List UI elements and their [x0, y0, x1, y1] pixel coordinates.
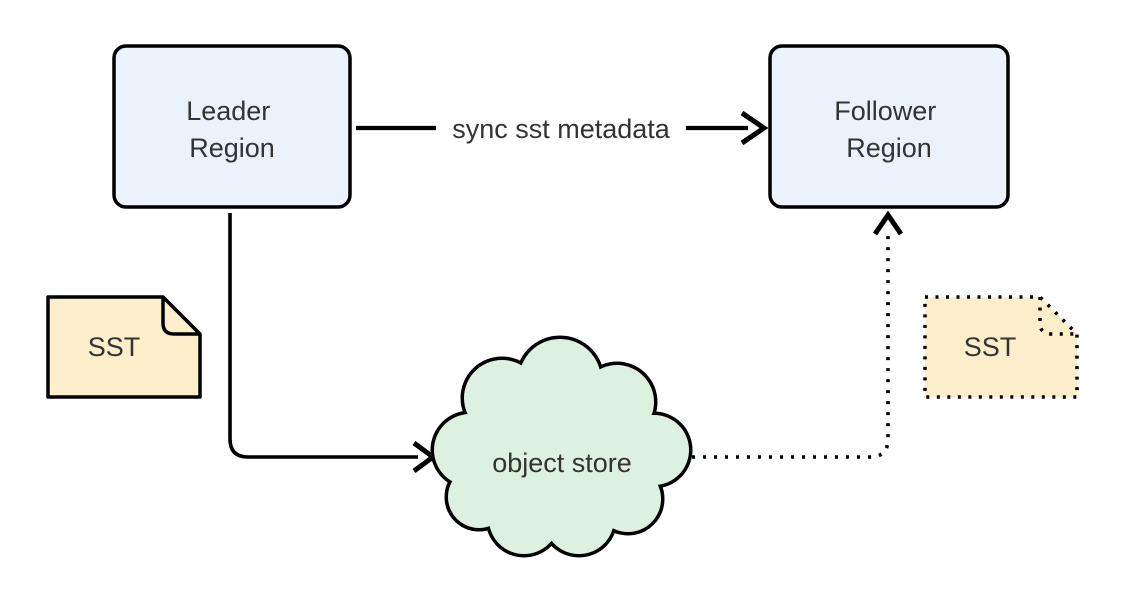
- object-store-cloud-fill: [434, 339, 689, 554]
- sst-note-right: SST: [923, 295, 1079, 399]
- edge-leader-to-object-store: [228, 213, 438, 474]
- edge-object-store-to-follower-line: [692, 236, 890, 459]
- leader-region-label-line1: Leader: [186, 96, 270, 126]
- follower-region-label: Follower Region: [834, 96, 944, 163]
- sst-note-right-label: SST: [964, 332, 1017, 362]
- leader-region-node: Leader Region: [112, 44, 352, 209]
- edge-sync-metadata-arrowhead-icon: [740, 110, 769, 146]
- follower-region-box: [768, 44, 1010, 209]
- follower-region-label-line1: Follower: [834, 96, 936, 126]
- leader-region-label: Leader Region: [186, 96, 278, 163]
- edge-sync-metadata-label: sync sst metadata: [452, 114, 671, 144]
- diagram-root: sync sst metadata Leader Region: [46, 44, 1079, 558]
- edge-object-store-to-follower: [692, 210, 904, 459]
- follower-region-label-line2: Region: [846, 133, 932, 163]
- object-store-label: object store: [492, 448, 632, 478]
- edge-sync-metadata-label-bg: [436, 106, 686, 150]
- edge-object-store-to-follower-arrowhead-icon: [872, 210, 904, 236]
- follower-region-node: Follower Region: [768, 44, 1010, 209]
- sst-note-left-fold-icon: [161, 297, 200, 336]
- object-store-node: object store: [430, 335, 693, 558]
- sst-note-left-label: SST: [88, 332, 141, 362]
- sst-note-right-fold-icon: [1038, 297, 1077, 336]
- edge-sync-metadata: sync sst metadata: [356, 106, 769, 150]
- sst-note-left: SST: [46, 295, 202, 399]
- leader-region-label-line2: Region: [189, 133, 275, 163]
- edge-leader-to-object-store-line: [228, 213, 418, 459]
- sst-note-right-file-icon: [923, 295, 1079, 399]
- leader-region-box: [112, 44, 352, 209]
